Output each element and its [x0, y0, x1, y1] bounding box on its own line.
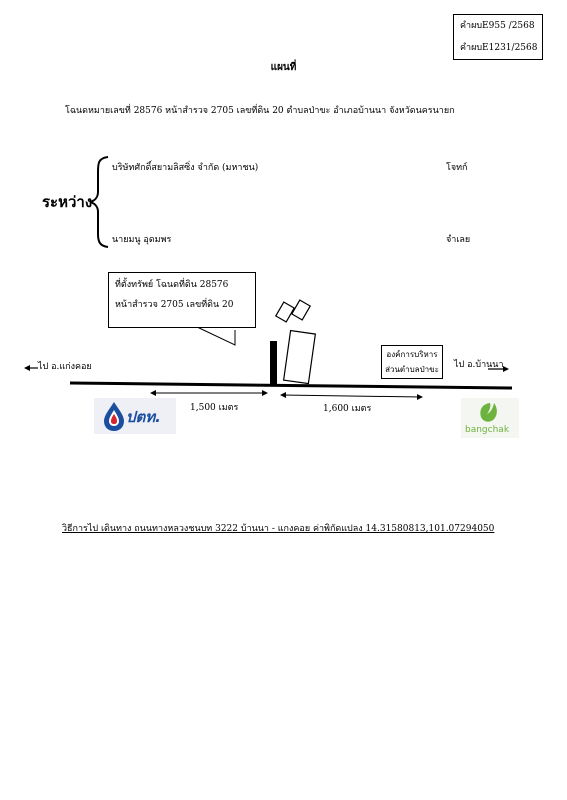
distance-arrow-left-head-a — [150, 390, 156, 396]
ptt-flame-icon — [111, 414, 117, 424]
property-pointer — [194, 325, 236, 346]
distance-arrow-left-head-b — [262, 390, 268, 396]
left-arrow-head — [24, 365, 30, 371]
property-marker — [270, 341, 277, 386]
left-direction-label: ไป อ.แก่งคอย — [38, 362, 92, 372]
distance-arrow-right-head-b — [417, 394, 423, 400]
route-description: วิธีการไป เดินทาง ถนนทางหลวงชนบท 3222 บ้… — [62, 524, 495, 534]
property-line-1: ที่ตั้งทรัพย์ โฉนดที่ดิน 28576 — [115, 280, 229, 290]
between-label: ระหว่าง — [42, 193, 93, 211]
case-number-2: คำผบE1231/2568 — [460, 43, 538, 53]
building-small-2 — [290, 299, 312, 321]
plaintiff-name: บริษัทศักดิ์สยามลิสซิ่ง จำกัด (มหาชน) — [112, 163, 259, 173]
page-title: แผนที่ — [270, 62, 297, 73]
sao-line-1: องค์การบริหาร — [386, 350, 438, 359]
sao-line-2: ส่วนตำบลป่าขะ — [385, 365, 439, 374]
property-location-box: ที่ตั้งทรัพย์ โฉนดที่ดิน 28576 หน้าสำรวจ… — [108, 272, 256, 328]
building-outline — [282, 329, 317, 385]
brace-icon — [89, 156, 109, 248]
property-line-2: หน้าสำรวจ 2705 เลขที่ดิน 20 — [115, 300, 234, 310]
distance-left-label: 1,500 เมตร — [190, 403, 239, 413]
defendant-name: นายมนู อุดมพร — [112, 235, 172, 245]
sao-office-box: องค์การบริหาร ส่วนตำบลป่าขะ — [381, 345, 443, 379]
bangchak-logo-text: bangchak — [465, 425, 510, 435]
deed-description: โฉนดหมายเลขที่ 28576 หน้าสำรวจ 2705 เลขท… — [65, 106, 455, 116]
distance-arrow-right — [281, 394, 422, 398]
ptt-logo-text: ปตท. — [126, 408, 161, 426]
bangchak-leaf-icon — [480, 403, 497, 422]
case-number-1: คำผบE955 /2568 — [460, 21, 535, 31]
case-number-box: คำผบE955 /2568 คำผบE1231/2568 — [453, 14, 543, 60]
defendant-role: จำเลย — [446, 235, 471, 245]
distance-arrow-right-head-a — [280, 392, 286, 398]
right-arrow-head — [503, 366, 509, 372]
building-small-1 — [274, 301, 296, 323]
distance-right-label: 1,600 เมตร — [323, 404, 372, 414]
plaintiff-role: โจทก์ — [446, 163, 468, 173]
right-direction-label: ไป อ.บ้านนา — [454, 360, 504, 370]
main-road — [69, 381, 513, 390]
